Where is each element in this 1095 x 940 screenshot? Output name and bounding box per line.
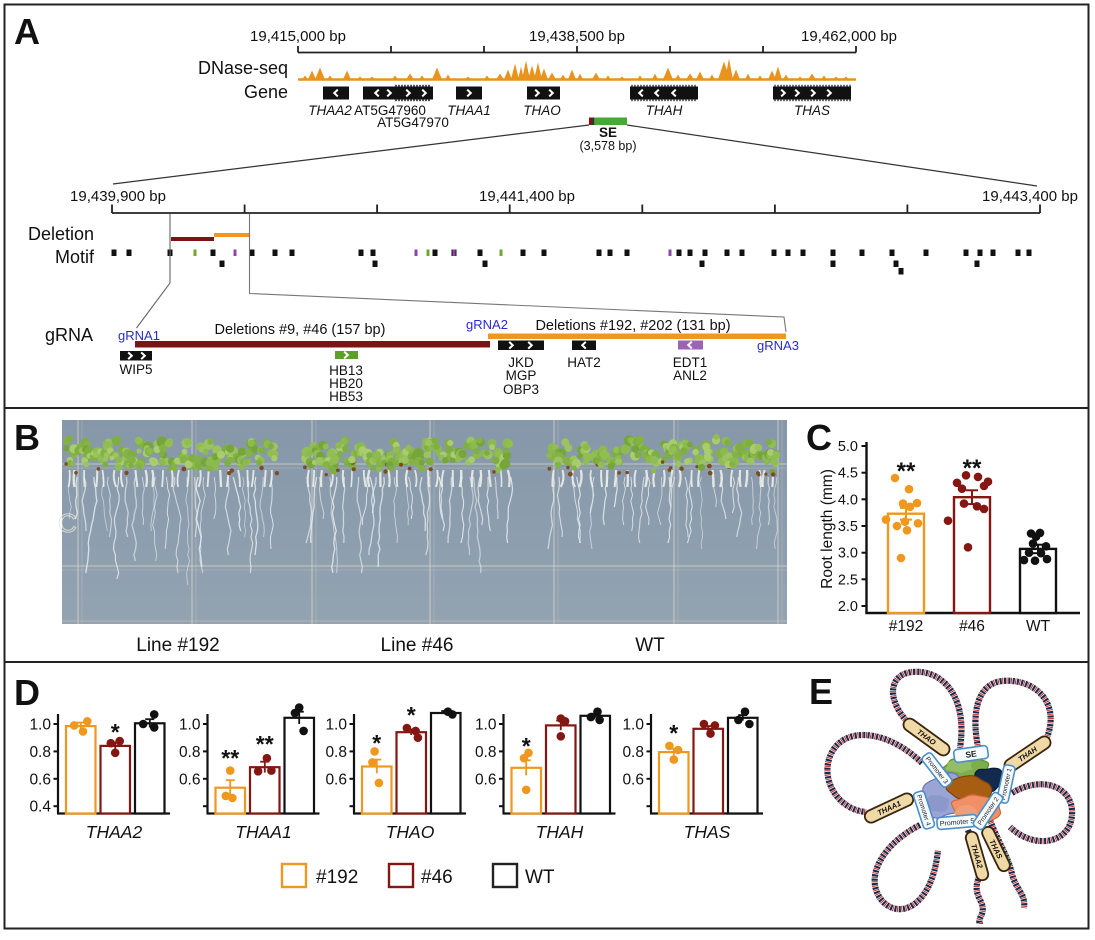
svg-text:*: * [111, 719, 120, 745]
svg-text:2.5: 2.5 [838, 572, 858, 588]
svg-text:DNase-seq: DNase-seq [198, 58, 288, 78]
svg-text:gRNA: gRNA [45, 325, 93, 345]
svg-text:**: ** [897, 458, 916, 485]
svg-text:0.8: 0.8 [622, 744, 644, 761]
svg-text:E: E [809, 671, 833, 712]
svg-text:**: ** [256, 731, 274, 757]
svg-text:C: C [806, 417, 832, 458]
svg-text:0.6: 0.6 [325, 771, 347, 788]
svg-text:Deletions #9, #46 (157 bp): Deletions #9, #46 (157 bp) [215, 322, 386, 338]
svg-text:1.0: 1.0 [29, 717, 51, 734]
svg-text:THAS: THAS [684, 822, 731, 842]
svg-text:19,415,000 bp: 19,415,000 bp [250, 28, 346, 45]
svg-text:gRNA2: gRNA2 [466, 317, 508, 332]
svg-text:Line #46: Line #46 [381, 635, 454, 656]
svg-text:THAA2: THAA2 [86, 822, 143, 842]
svg-text:3.0: 3.0 [838, 546, 858, 562]
svg-text:1.0: 1.0 [475, 717, 497, 734]
svg-text:THAS: THAS [794, 103, 830, 118]
svg-text:*: * [669, 720, 678, 746]
svg-text:0.8: 0.8 [179, 744, 201, 761]
svg-text:Motif: Motif [55, 247, 95, 267]
svg-text:THAO: THAO [386, 822, 435, 842]
svg-text:HB13: HB13 [329, 363, 363, 378]
svg-text:1.0: 1.0 [325, 717, 347, 734]
svg-text:2.0: 2.0 [838, 599, 858, 615]
svg-text:#46: #46 [959, 618, 985, 635]
svg-text:C: C [58, 508, 77, 538]
svg-text:0.8: 0.8 [29, 744, 51, 761]
svg-text:Gene: Gene [244, 82, 288, 102]
svg-text:WT: WT [1026, 618, 1051, 635]
svg-text:0.6: 0.6 [179, 771, 201, 788]
svg-text:D: D [14, 672, 40, 713]
svg-text:Deletions #192, #202 (131 bp): Deletions #192, #202 (131 bp) [535, 318, 730, 334]
svg-text:OBP3: OBP3 [503, 382, 539, 397]
svg-text:THAH: THAH [646, 103, 683, 118]
svg-text:#46: #46 [421, 867, 453, 888]
svg-text:#192: #192 [889, 618, 923, 635]
svg-text:SE: SE [599, 125, 617, 140]
svg-text:19,439,900 bp: 19,439,900 bp [70, 188, 166, 205]
svg-text:Deletion: Deletion [28, 224, 94, 244]
svg-text:*: * [372, 730, 381, 756]
svg-text:SE: SE [965, 748, 978, 760]
svg-text:1.0: 1.0 [622, 717, 644, 734]
svg-text:MGP: MGP [506, 368, 537, 383]
svg-text:3.5: 3.5 [838, 519, 858, 535]
svg-text:Root length (mm): Root length (mm) [819, 469, 836, 589]
svg-text:0.4: 0.4 [29, 799, 51, 816]
svg-text:0.8: 0.8 [475, 744, 497, 761]
svg-text:5.0: 5.0 [838, 439, 858, 455]
svg-text:4.5: 4.5 [838, 466, 858, 482]
svg-text:WIP5: WIP5 [119, 362, 152, 377]
svg-text:*: * [407, 702, 416, 728]
svg-text:B: B [14, 417, 40, 458]
svg-text:WT: WT [635, 635, 665, 656]
svg-text:0.6: 0.6 [475, 771, 497, 788]
svg-text:**: ** [221, 745, 239, 771]
svg-text:A: A [14, 11, 40, 52]
svg-text:Promoter 5: Promoter 5 [940, 818, 975, 828]
svg-text:19,443,400 bp: 19,443,400 bp [982, 188, 1078, 205]
svg-text:Line #192: Line #192 [136, 635, 219, 656]
svg-text:1.0: 1.0 [179, 717, 201, 734]
svg-text:HB53: HB53 [329, 389, 363, 404]
svg-text:THAA1: THAA1 [447, 103, 491, 118]
svg-text:(3,578 bp): (3,578 bp) [580, 139, 637, 153]
svg-text:**: ** [963, 455, 982, 482]
svg-text:19,462,000 bp: 19,462,000 bp [801, 28, 897, 45]
svg-text:THAH: THAH [536, 822, 584, 842]
svg-text:HAT2: HAT2 [567, 355, 601, 370]
svg-text:0.6: 0.6 [29, 771, 51, 788]
svg-text:AT5G47960: AT5G47960 [354, 103, 426, 118]
svg-text:THAA1: THAA1 [235, 822, 291, 842]
svg-text:0.8: 0.8 [325, 744, 347, 761]
svg-text:EDT1: EDT1 [673, 355, 708, 370]
svg-text:gRNA1: gRNA1 [118, 328, 160, 343]
svg-text:19,438,500 bp: 19,438,500 bp [529, 28, 625, 45]
svg-text:*: * [522, 733, 531, 759]
svg-text:#192: #192 [316, 867, 358, 888]
svg-text:ANL2: ANL2 [673, 368, 707, 383]
svg-text:THAO: THAO [523, 103, 561, 118]
svg-text:gRNA3: gRNA3 [757, 338, 799, 353]
svg-text:HB20: HB20 [329, 376, 363, 391]
svg-text:JKD: JKD [508, 355, 534, 370]
svg-text:0.6: 0.6 [622, 771, 644, 788]
svg-text:THAA2: THAA2 [308, 103, 352, 118]
svg-text:4.0: 4.0 [838, 492, 858, 508]
svg-text:AT5G47970: AT5G47970 [377, 115, 449, 130]
svg-text:WT: WT [525, 867, 555, 888]
svg-text:19,441,400 bp: 19,441,400 bp [479, 188, 575, 205]
